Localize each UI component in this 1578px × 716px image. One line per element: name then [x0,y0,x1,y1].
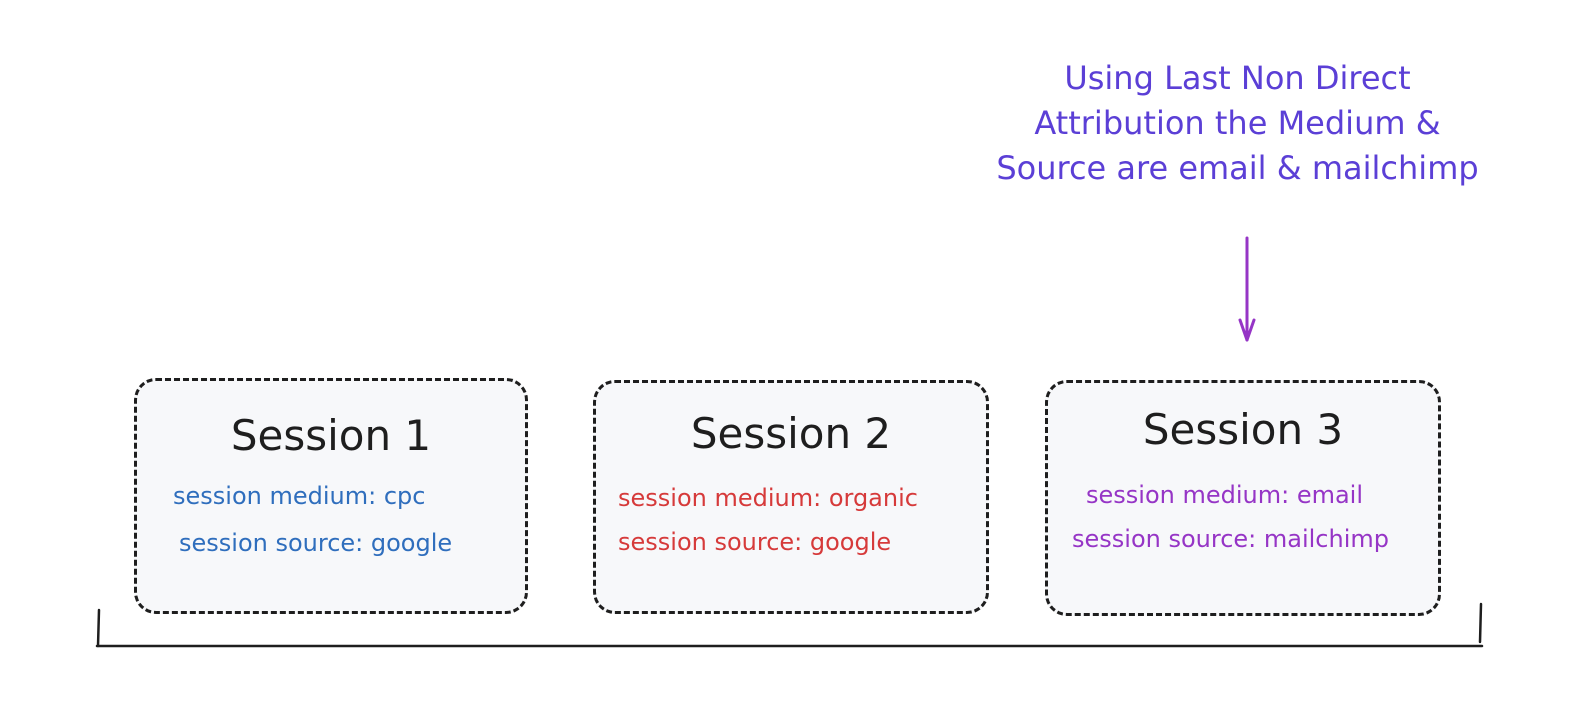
session-source: session source: google [618,528,892,556]
pointer-arrow [1238,236,1256,342]
attribution-annotation: Using Last Non Direct Attribution the Me… [975,56,1500,191]
session-source: session source: google [179,529,453,557]
session-title: Session 3 [1142,405,1344,454]
session-title: Session 2 [690,409,892,458]
session-title: Session 1 [230,411,432,460]
annotation-line: Using Last Non Direct [1064,59,1411,97]
session-medium: session medium: email [1086,481,1364,509]
session-card-1: Session 1 session medium: cpc session so… [134,378,528,614]
session-medium: session medium: organic [618,484,918,512]
session-medium: session medium: cpc [173,482,426,510]
annotation-line: Source are email & mailchimp [996,149,1479,187]
timeline-bracket [95,602,1484,648]
session-source: session source: mailchimp [1072,525,1389,553]
annotation-line: Attribution the Medium & [1034,104,1441,142]
session-card-2: Session 2 session medium: organic sessio… [593,380,989,614]
session-card-3: Session 3 session medium: email session … [1045,380,1441,616]
